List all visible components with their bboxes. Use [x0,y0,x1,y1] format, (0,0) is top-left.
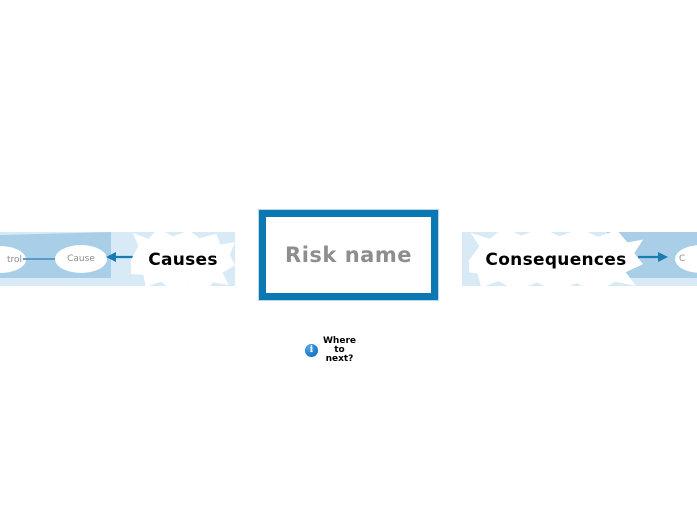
causes-arrow-icon [106,252,135,262]
consequences-callout[interactable] [469,227,643,292]
where-to-next-hint[interactable]: i Where to next? [305,337,356,364]
consequences-callout-label: Consequences [485,250,627,270]
info-icon[interactable]: i [305,344,318,357]
risk-name-box[interactable]: Risk name [259,210,438,300]
where-to-next-label: Where to next? [323,336,356,364]
node-control-label: trol [6,254,22,265]
node-cause-label: Cause [67,254,95,264]
risk-name-label: Risk name [285,243,412,267]
consequences-arrow-icon [638,252,668,262]
node-consequence[interactable]: C [675,245,697,273]
control-cause-connector [23,258,57,260]
node-cause[interactable]: Cause [55,245,107,273]
node-consequence-label: C [679,254,686,264]
causes-callout-label: Causes [148,250,218,270]
